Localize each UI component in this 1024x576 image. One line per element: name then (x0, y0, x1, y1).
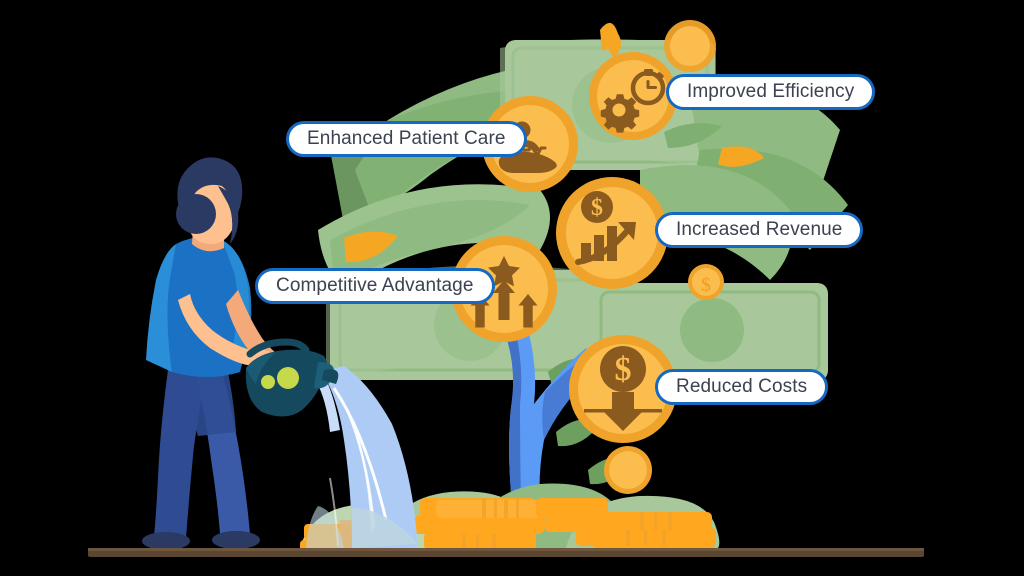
orange-leaf (344, 231, 398, 263)
ground-line-highlight (88, 548, 924, 551)
water-stream (306, 366, 418, 552)
figure-hip (176, 356, 236, 436)
watering-can-handle (246, 338, 310, 358)
figure-shoe (212, 531, 260, 549)
figure-arm-back (178, 294, 258, 366)
label-competitive-advantage[interactable]: Competitive Advantage (255, 268, 495, 304)
label-text: Improved Efficiency (687, 81, 855, 102)
label-reduced-costs[interactable]: Reduced Costs (655, 369, 829, 405)
figure-hair-strand (218, 186, 239, 244)
label-enhanced-patient-care[interactable]: Enhanced Patient Care (286, 121, 527, 157)
label-text: Competitive Advantage (276, 275, 474, 296)
label-improved-efficiency[interactable]: Improved Efficiency (666, 74, 876, 110)
svg-text:$: $ (615, 351, 632, 388)
foliage-sprig (664, 123, 722, 148)
label-text: Enhanced Patient Care (307, 128, 506, 149)
orange-leaf (718, 146, 764, 167)
svg-text:$: $ (701, 274, 711, 296)
figure-shirt-sleeve (146, 244, 176, 372)
coin-reduced-costs: $ (569, 335, 677, 443)
label-text: Reduced Costs (676, 376, 808, 397)
watering-can-dot (261, 375, 275, 389)
label-text: Increased Revenue (676, 219, 843, 240)
coin-small-dollar: $ (688, 264, 724, 300)
orange-leaf (606, 28, 621, 58)
label-increased-revenue[interactable]: Increased Revenue (655, 212, 864, 248)
svg-text:$: $ (591, 195, 603, 221)
coin-competitive-advantage (451, 236, 557, 342)
gear-stopwatch-icon (600, 69, 666, 133)
coin-increased-revenue: $ (556, 177, 668, 289)
watering-can (245, 338, 339, 417)
figure-hair (177, 157, 243, 222)
coin-improved-efficiency (589, 52, 677, 140)
coin-partial-top-right (664, 20, 716, 72)
foliage-leaf (690, 87, 840, 190)
figure-shoe (142, 532, 190, 550)
dollar-bar-chart-arrow-up-icon: $ (575, 191, 636, 265)
foliage-leaf (330, 200, 530, 292)
figure-hair-bun (176, 194, 216, 234)
dollar-arrow-down-icon: $ (584, 346, 662, 431)
watering-can-dot (277, 367, 299, 389)
coin-partial-base (604, 446, 652, 494)
